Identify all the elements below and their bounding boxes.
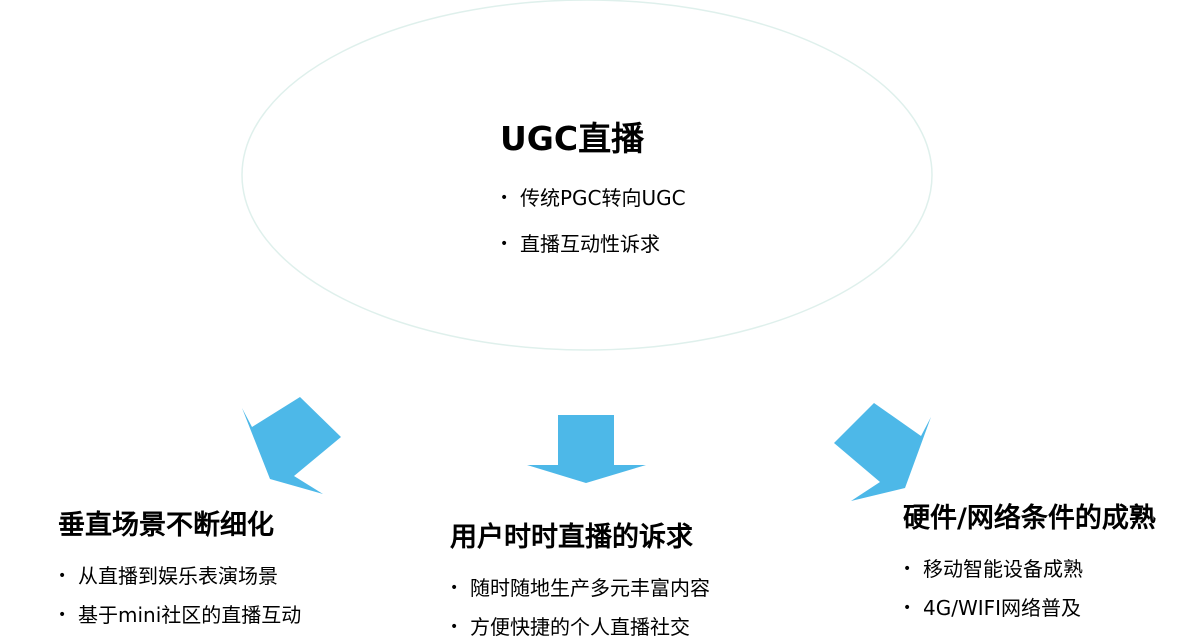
left-arrow-icon	[242, 397, 341, 494]
middle-block: 用户时时直播的诉求 随时随地生产多元丰富内容 方便快捷的个人直播社交	[450, 515, 710, 641]
list-item: 基于mini社区的直播互动	[58, 603, 301, 641]
center-ellipse	[241, 0, 933, 351]
list-item: 移动智能设备成熟	[903, 557, 1156, 596]
right-arrow-icon	[834, 403, 931, 501]
down-arrow-icon	[527, 415, 646, 483]
list-item: 方便快捷的个人直播社交	[450, 615, 710, 641]
center-list: 传统PGC转向UGC 直播互动性诉求	[500, 186, 686, 278]
right-list: 移动智能设备成熟 4G/WIFI网络普及	[903, 557, 1156, 635]
list-item: 直播互动性诉求	[500, 232, 686, 278]
right-title: 硬件/网络条件的成熟	[903, 503, 1156, 534]
middle-title: 用户时时直播的诉求	[450, 522, 693, 553]
list-item: 随时随地生产多元丰富内容	[450, 576, 710, 615]
list-item: 从直播到娱乐表演场景	[58, 564, 301, 603]
left-block: 垂直场景不断细化 从直播到娱乐表演场景 基于mini社区的直播互动	[58, 503, 301, 641]
left-title: 垂直场景不断细化	[58, 510, 274, 541]
list-item: 传统PGC转向UGC	[500, 186, 686, 232]
center-title: UGC直播	[500, 119, 645, 158]
right-block: 硬件/网络条件的成熟 移动智能设备成熟 4G/WIFI网络普及	[903, 496, 1156, 635]
middle-list: 随时随地生产多元丰富内容 方便快捷的个人直播社交	[450, 576, 710, 641]
center-block: UGC直播 传统PGC转向UGC 直播互动性诉求	[500, 112, 686, 278]
left-list: 从直播到娱乐表演场景 基于mini社区的直播互动	[58, 564, 301, 641]
list-item: 4G/WIFI网络普及	[903, 596, 1156, 635]
